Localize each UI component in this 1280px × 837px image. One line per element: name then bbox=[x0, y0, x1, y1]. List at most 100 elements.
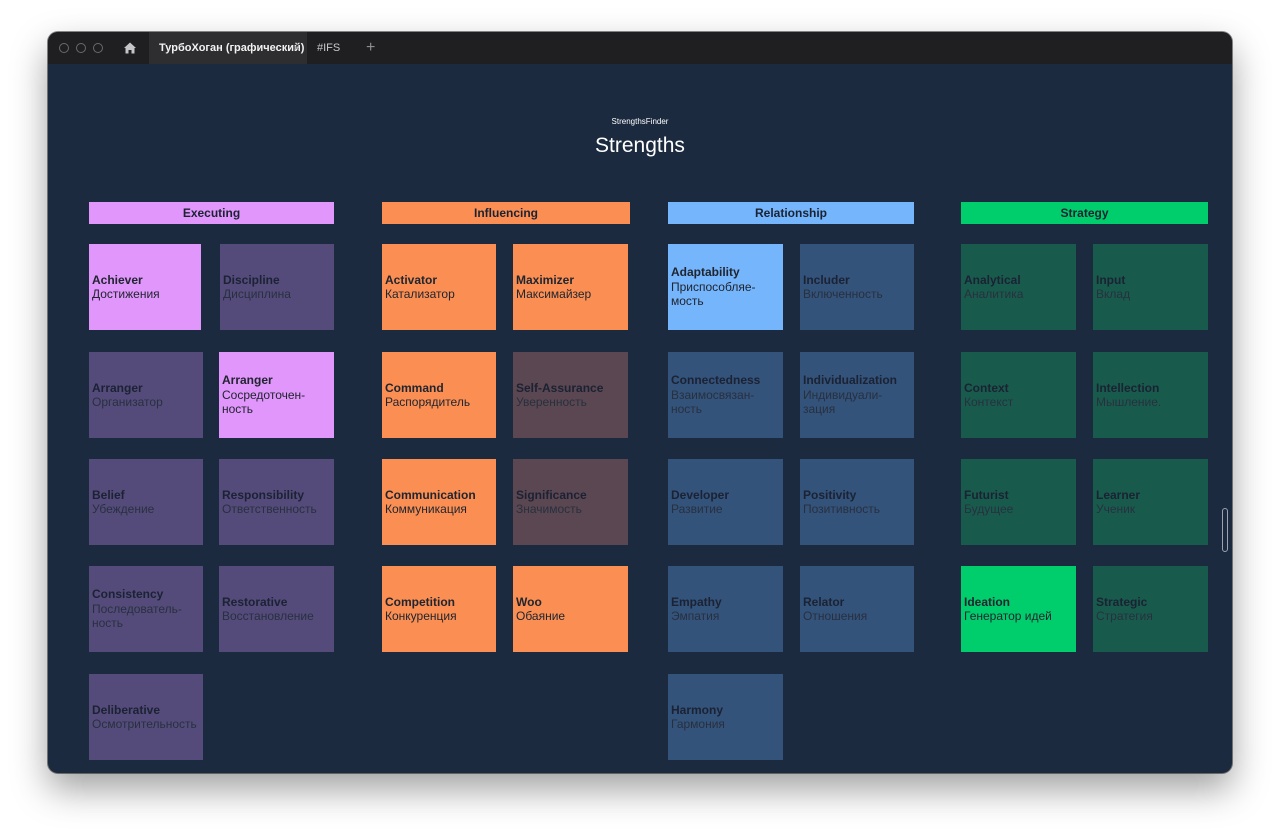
strength-translation: Значимость bbox=[516, 502, 582, 516]
title-bar: ТурбоХоган (графический) × #IFS + bbox=[48, 32, 1232, 64]
strength-name: Ideation bbox=[964, 594, 1011, 609]
strength-translation: Стратегия bbox=[1096, 609, 1153, 623]
strength-translation: Максимайзер bbox=[516, 287, 592, 301]
strength-name: Arranger bbox=[222, 373, 273, 388]
strength-translation: Будущее bbox=[964, 502, 1014, 516]
strength-name: Belief bbox=[92, 487, 125, 502]
strength-name: Relator bbox=[803, 594, 845, 609]
strength-translation: Ответственность bbox=[222, 502, 317, 516]
tab-ifs[interactable]: #IFS bbox=[317, 32, 340, 64]
strength-name: Adaptability bbox=[671, 265, 740, 280]
strength-name: Responsibility bbox=[222, 487, 305, 502]
tab-label: ТурбоХоган (графический) bbox=[159, 42, 305, 54]
vertical-scrollbar[interactable] bbox=[1222, 508, 1228, 552]
strength-name: Developer bbox=[671, 487, 730, 502]
strength-name: Restorative bbox=[222, 594, 288, 609]
strength-name: Activator bbox=[385, 272, 438, 287]
strength-translation: Обаяние bbox=[516, 609, 566, 623]
column-header-influencing: Influencing bbox=[382, 202, 630, 224]
strength-translation: Дисциплина bbox=[223, 287, 291, 301]
strength-translation: Гармония bbox=[671, 717, 725, 731]
strength-name: Significance bbox=[516, 487, 587, 502]
strength-translation: Аналитика bbox=[964, 287, 1024, 301]
strength-name: Connectedness bbox=[671, 373, 761, 388]
strength-translation: Ученик bbox=[1096, 502, 1136, 516]
zoom-window-button[interactable] bbox=[93, 43, 103, 53]
browser-window: ТурбоХоган (графический) × #IFS + Streng… bbox=[48, 32, 1232, 773]
strength-name: Maximizer bbox=[516, 272, 575, 287]
close-window-button[interactable] bbox=[59, 43, 69, 53]
strength-name: Deliberative bbox=[92, 702, 161, 717]
strength-translation: Взаимосвязан- ность bbox=[671, 387, 755, 417]
strength-name: Intellection bbox=[1096, 380, 1160, 395]
strength-translation: Развитие bbox=[671, 502, 723, 516]
strength-translation: Уверенность bbox=[516, 395, 587, 409]
strength-translation: Генератор идей bbox=[964, 609, 1052, 623]
tab-label: #IFS bbox=[317, 42, 341, 54]
strength-translation: Мышление. bbox=[1096, 395, 1162, 409]
column-header-strategy: Strategy bbox=[961, 202, 1208, 224]
strength-translation: Конкуренция bbox=[385, 609, 457, 623]
strength-name: Consistency bbox=[92, 587, 164, 602]
strength-name: Futurist bbox=[964, 487, 1009, 502]
strength-name: Individualization bbox=[803, 373, 898, 388]
strength-translation: Отношения bbox=[803, 609, 868, 623]
strength-translation: Включенность bbox=[803, 287, 883, 301]
strength-name: Self-Assurance bbox=[516, 380, 604, 395]
strength-name: Positivity bbox=[803, 487, 857, 502]
strength-name: Woo bbox=[516, 594, 542, 609]
strength-translation: Сосредоточен- ность bbox=[222, 387, 306, 417]
column-header-executing: Executing bbox=[89, 202, 334, 224]
strength-translation: Приспособляе- мость bbox=[671, 279, 756, 309]
strength-translation: Вклад bbox=[1096, 287, 1131, 301]
minimize-window-button[interactable] bbox=[76, 43, 86, 53]
strength-translation: Эмпатия bbox=[671, 609, 720, 623]
strength-translation: Последователь- ность bbox=[92, 601, 182, 631]
strength-translation: Осмотрительность bbox=[92, 717, 197, 731]
strength-name: Analytical bbox=[964, 272, 1021, 287]
strength-name: Achiever bbox=[92, 272, 143, 287]
new-tab-button[interactable]: + bbox=[366, 39, 376, 56]
tab-turbohogan[interactable]: ТурбоХоган (графический) × bbox=[149, 32, 307, 64]
strength-translation: Восстановление bbox=[222, 609, 314, 623]
strength-name: Discipline bbox=[223, 272, 280, 287]
home-icon[interactable] bbox=[123, 41, 137, 55]
tab-close-icon[interactable]: × bbox=[292, 41, 300, 55]
strength-name: Learner bbox=[1096, 487, 1141, 502]
